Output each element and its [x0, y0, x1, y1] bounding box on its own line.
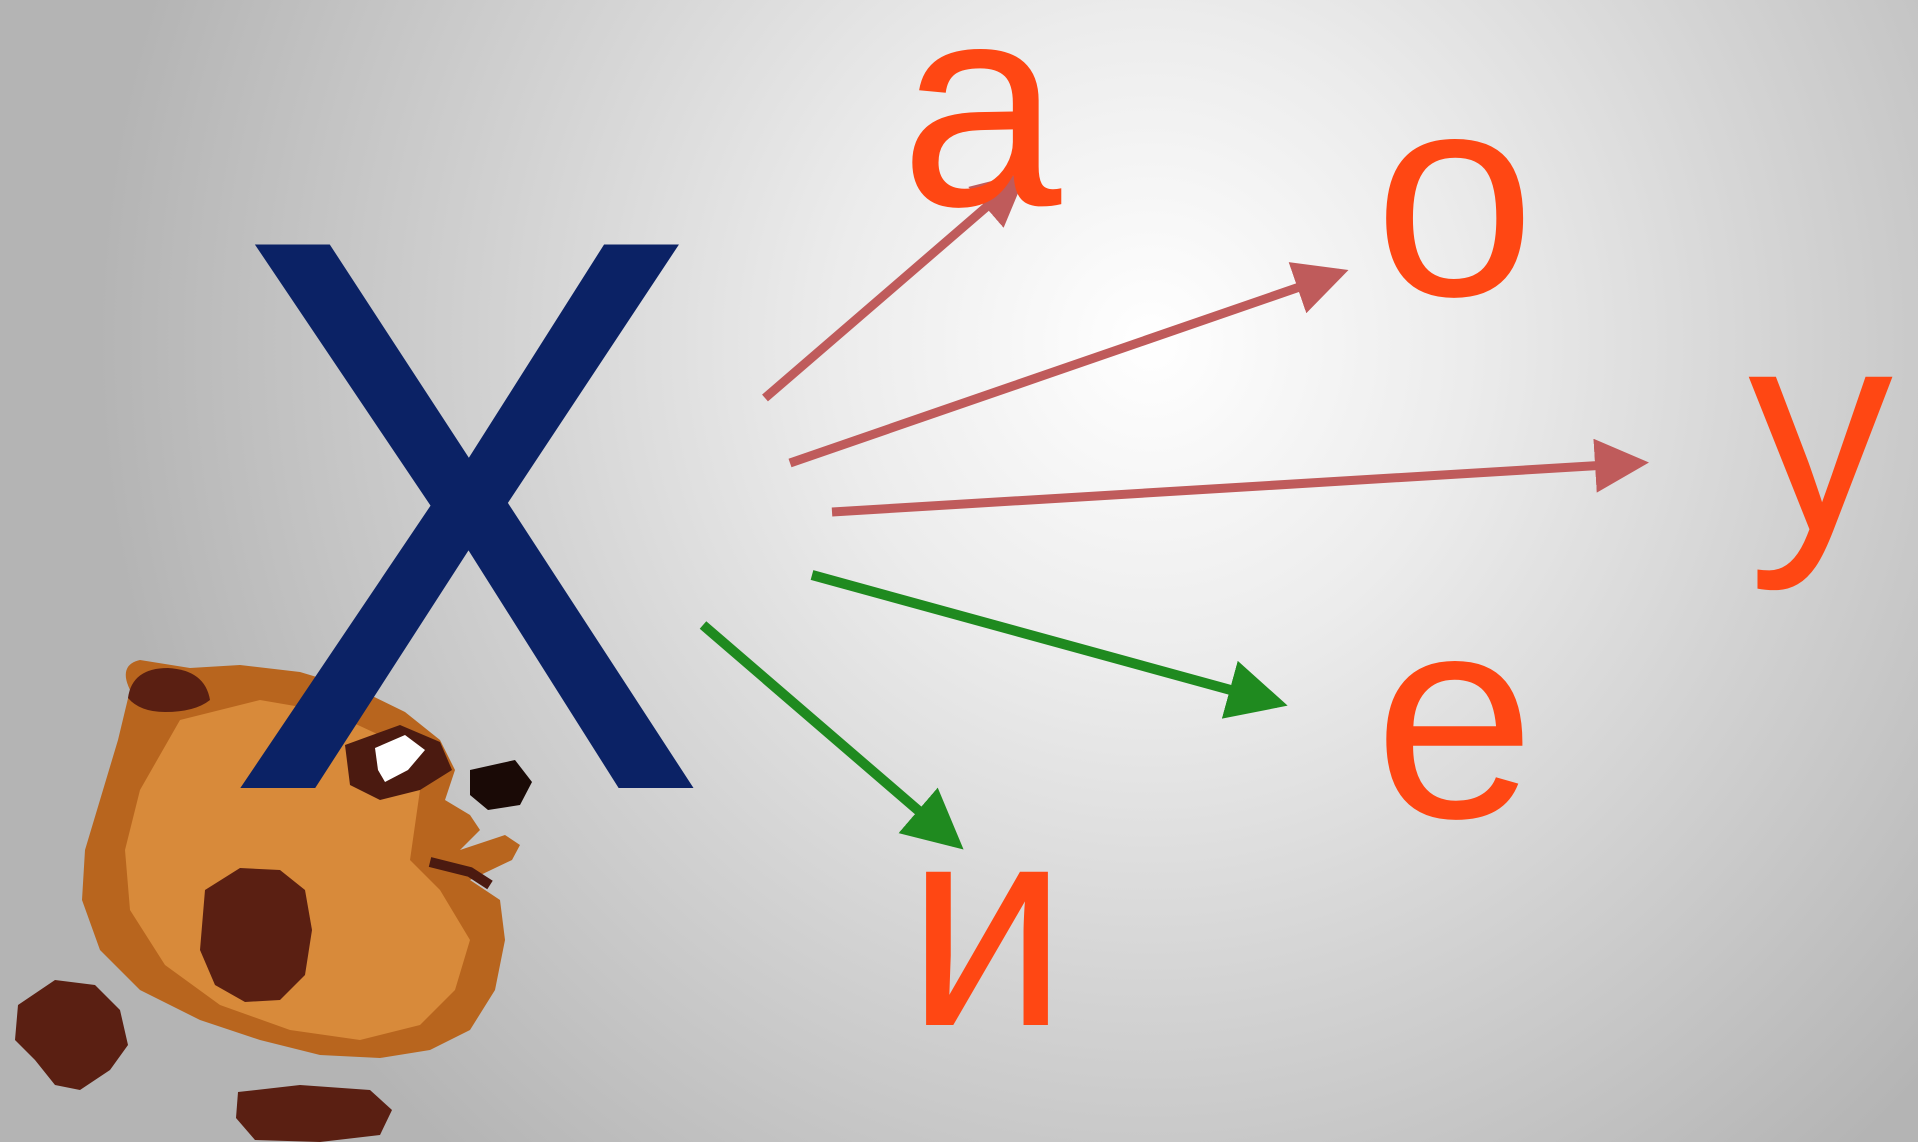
- vowel-letter-e: е: [1374, 555, 1536, 879]
- arrow-to-a: [762, 172, 1027, 402]
- vowel-letter-a: а: [900, 0, 1062, 267]
- consonant-letter-kh: Х: [224, 74, 709, 956]
- arrow-to-o: [788, 262, 1349, 468]
- arrow-to-e: [810, 570, 1288, 719]
- vowel-letter-u: у: [1748, 268, 1893, 592]
- arrow-to-i: [699, 621, 964, 850]
- vowel-letter-o: о: [1374, 33, 1536, 357]
- arrow-to-u: [831, 438, 1649, 517]
- vowel-letter-i: и: [906, 763, 1068, 1087]
